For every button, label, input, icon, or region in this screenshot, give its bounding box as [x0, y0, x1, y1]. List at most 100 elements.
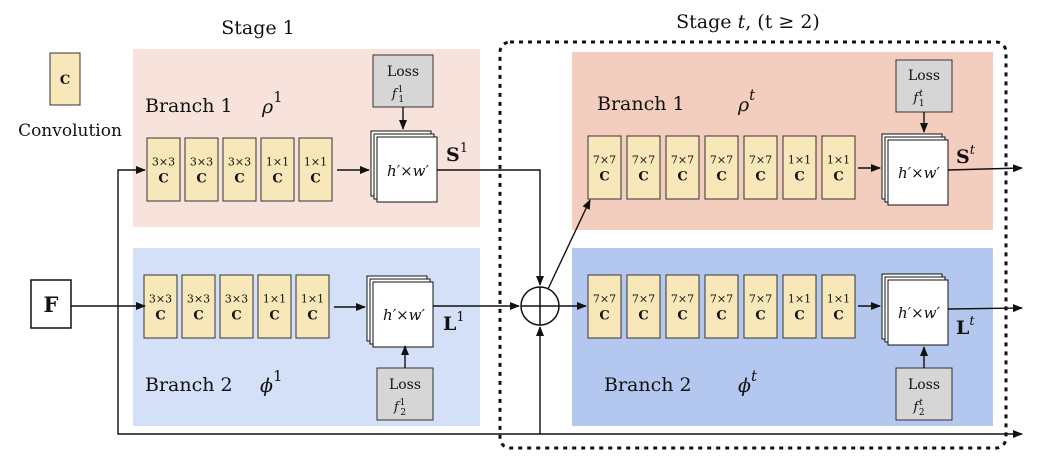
stage1-branch1-conv-letter-2: C	[196, 172, 206, 187]
staget-branch1-conv-size-7: 1×1	[827, 154, 850, 167]
staget-branch2-conv-size-2: 7×7	[632, 293, 655, 306]
stage1-branch1-conv-block-4: 1×1C	[260, 137, 295, 202]
staget-branch2-conv-block-2: 7×7C	[626, 274, 661, 339]
staget-branch2-label: Branch 2	[604, 374, 692, 396]
staget-branch1-conv-size-5: 7×7	[749, 154, 772, 167]
stage1-branch1-symbol: ρ1	[261, 88, 283, 118]
stage1-output-s: S1	[446, 141, 468, 166]
stage1-branch1-conv-letter-3: C	[234, 172, 244, 187]
stage1-branch2-conv-size-3: 3×3	[225, 293, 248, 306]
svg-text:h′×w′: h′×w′	[898, 304, 940, 322]
staget-branch2-conv-size-6: 1×1	[788, 293, 811, 306]
stage1-branch2-symbol: ϕ1	[260, 367, 283, 397]
stage1-branch1-conv-letter-4: C	[272, 172, 282, 187]
staget-dotted-box	[498, 40, 1008, 450]
stage1-branch2-conv-block-5: 1×1C	[295, 274, 330, 339]
staget-branch2-conv-size-4: 7×7	[710, 293, 733, 306]
staget-branch2-conv-letter-1: C	[599, 309, 609, 324]
svg-text:ft1: ft1	[912, 89, 924, 109]
staget-branch1-conv-letter-5: C	[755, 170, 765, 185]
svg-text:h′×w′: h′×w′	[898, 164, 940, 182]
staget-branch1-conv-block-3: 7×7C	[665, 135, 700, 200]
svg-text:Loss: Loss	[908, 68, 940, 84]
legend-label: Convolution	[18, 121, 122, 141]
staget-branch2-conv-block-5: 7×7C	[743, 274, 778, 339]
staget-branch2-conv-block-6: 1×1C	[782, 274, 817, 339]
svg-text:h′×w′: h′×w′	[383, 306, 425, 324]
staget-branch1-conv-letter-1: C	[599, 170, 609, 185]
stage1-branch1-conv-block-3: 3×3C	[222, 137, 257, 202]
svg-text:Loss: Loss	[389, 377, 421, 393]
stage1-branch2-conv-size-4: 1×1	[263, 293, 286, 306]
stage1-branch1-feature-map: h′×w′	[370, 130, 438, 203]
stage1-branch2-feature-map: h′×w′	[366, 275, 434, 348]
stage1-branch2-conv-size-5: 1×1	[301, 293, 324, 306]
stage1-title: Stage 1	[221, 17, 295, 39]
input-f-box: F	[30, 279, 72, 329]
svg-text:f11: f11	[391, 85, 404, 105]
svg-text:f12: f12	[393, 398, 406, 418]
staget-branch1-conv-letter-7: C	[833, 170, 843, 185]
stage1-branch1-conv-size-1: 3×3	[152, 156, 175, 169]
staget-branch1-symbol: ρt	[737, 86, 756, 116]
stage1-branch2-conv-block-4: 1×1C	[257, 274, 292, 339]
stage1-branch2-conv-letter-2: C	[193, 309, 203, 324]
stage1-branch1-label: Branch 1	[145, 95, 233, 117]
stage1-branch1-conv-block-5: 1×1C	[298, 137, 333, 202]
stage1-branch2-conv-letter-1: C	[155, 309, 165, 324]
staget-branch1-conv-block-1: 7×7C	[587, 135, 622, 200]
stage1-branch2-conv-letter-5: C	[307, 309, 317, 324]
staget-branch1-conv-letter-4: C	[716, 170, 726, 185]
staget-branch2-conv-letter-4: C	[716, 309, 726, 324]
staget-branch1-conv-block-2: 7×7C	[626, 135, 661, 200]
stage1-branch2-conv-letter-3: C	[231, 309, 241, 324]
staget-branch1-conv-layers: 7×7C7×7C7×7C7×7C7×7C1×1C1×1C	[587, 135, 856, 200]
stage1-branch1-conv-block-1: 3×3C	[146, 137, 181, 202]
legend-conv-box	[49, 52, 81, 106]
staget-branch2-conv-block-1: 7×7C	[587, 274, 622, 339]
svg-text:h′×w′: h′×w′	[387, 162, 429, 180]
staget-branch1-conv-letter-2: C	[638, 170, 648, 185]
stage1-branch2-conv-layers: 3×3C3×3C3×3C1×1C1×1C	[143, 274, 330, 339]
staget-branch1-conv-size-3: 7×7	[671, 154, 694, 167]
svg-text:ft2: ft2	[912, 398, 924, 418]
stage1-branch2-label: Branch 2	[145, 374, 233, 396]
staget-branch2-conv-layers: 7×7C7×7C7×7C7×7C7×7C1×1C1×1C	[587, 274, 856, 339]
staget-branch2-conv-size-3: 7×7	[671, 293, 694, 306]
staget-branch2-conv-block-3: 7×7C	[665, 274, 700, 339]
stage1-branch2-conv-size-2: 3×3	[187, 293, 210, 306]
stage1-branch1-conv-letter-1: C	[158, 172, 168, 187]
stage1-branch1-conv-letter-5: C	[310, 172, 320, 187]
staget-branch1-conv-size-4: 7×7	[710, 154, 733, 167]
staget-branch1-conv-block-6: 1×1C	[782, 135, 817, 200]
staget-branch2-conv-size-1: 7×7	[593, 293, 616, 306]
svg-text:Loss: Loss	[387, 64, 419, 80]
connections	[71, 107, 1023, 438]
staget-branch2-conv-letter-7: C	[833, 309, 843, 324]
staget-branch1-label: Branch 1	[597, 93, 685, 115]
stage1-branch2-conv-block-3: 3×3C	[219, 274, 254, 339]
stage1-branch1-conv-size-3: 3×3	[228, 156, 251, 169]
staget-branch1-conv-size-2: 7×7	[632, 154, 655, 167]
stage1-branch1-conv-size-2: 3×3	[190, 156, 213, 169]
staget-branch2-conv-letter-5: C	[755, 309, 765, 324]
staget-branch2-conv-size-7: 1×1	[827, 293, 850, 306]
staget-branch2-symbol: ϕt	[738, 367, 758, 397]
staget-branch2-conv-block-7: 1×1C	[821, 274, 856, 339]
staget-branch2-conv-size-5: 7×7	[749, 293, 772, 306]
staget-branch2-conv-block-4: 7×7C	[704, 274, 739, 339]
legend-conv-letter: C	[60, 73, 70, 88]
staget-output-s: St	[956, 143, 976, 168]
stage1-branch1-conv-layers: 3×3C3×3C3×3C1×1C1×1C	[146, 137, 333, 202]
staget-branch1-conv-block-5: 7×7C	[743, 135, 778, 200]
staget-branch1-conv-size-1: 7×7	[593, 154, 616, 167]
staget-branch1-conv-letter-3: C	[677, 170, 687, 185]
stage1-branch2-conv-block-2: 3×3C	[181, 274, 216, 339]
stage1-branch2-conv-block-1: 3×3C	[143, 274, 178, 339]
stage1-branch1-conv-size-4: 1×1	[266, 156, 289, 169]
stage1-branch2-conv-size-1: 3×3	[149, 293, 172, 306]
